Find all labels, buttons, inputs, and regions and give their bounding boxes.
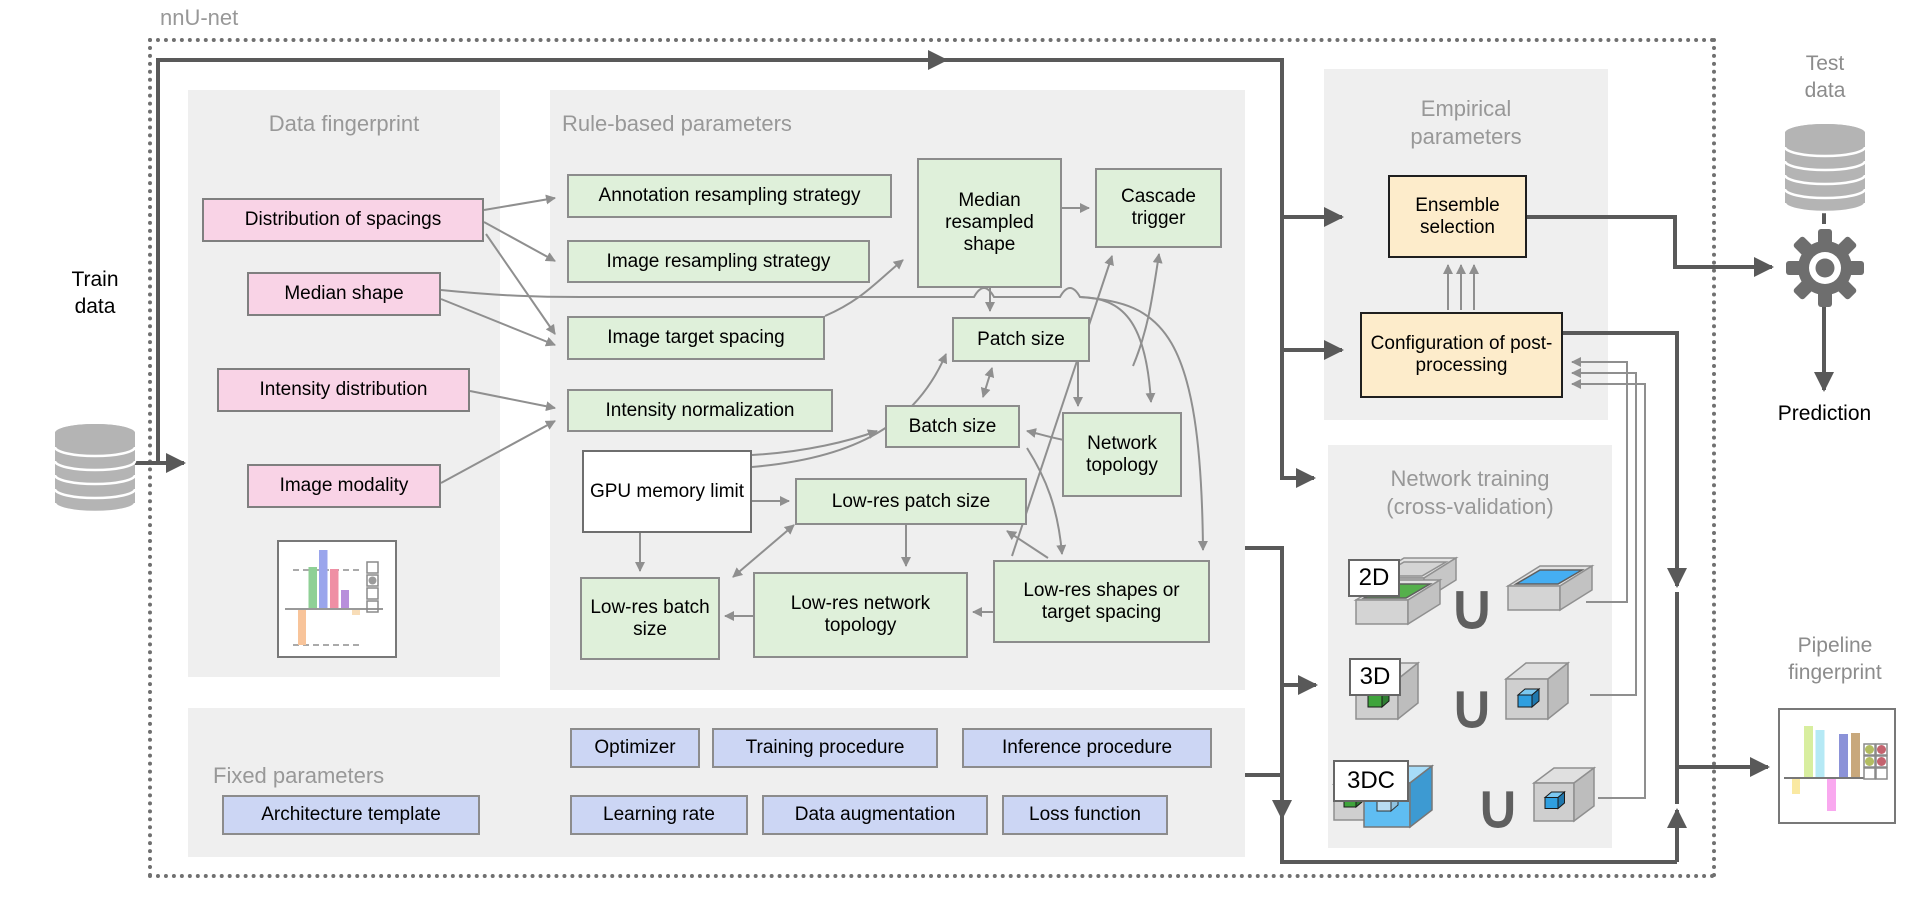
box-patch-size: Patch size	[952, 317, 1090, 362]
box-optimizer: Optimizer	[570, 728, 700, 768]
box-intensity-distribution: Intensity distribution	[217, 368, 470, 412]
box-intensity-normalization: Intensity normalization	[567, 389, 833, 432]
prediction-label: Prediction	[1777, 402, 1872, 425]
pipeline-fingerprint-chart-bars	[1784, 726, 1888, 811]
box-batch-size: Batch size	[885, 405, 1020, 448]
union-icon: ∪	[1449, 573, 1494, 640]
box-distribution-of-spacings: Distribution of spacings	[202, 198, 484, 242]
box-configuration-of-post-processing: Configuration of post-processing	[1360, 312, 1563, 398]
gear-icon	[1786, 229, 1864, 307]
row-label-2d: 2D	[1348, 559, 1400, 597]
pipeline-fingerprint-chart	[1778, 708, 1896, 824]
box-image-modality: Image modality	[247, 464, 441, 508]
box-median-resampled-shape: Median resampled shape	[917, 158, 1062, 288]
data-fingerprint-chart-bars	[285, 550, 383, 646]
box-low-res-patch-size: Low-res patch size	[795, 478, 1027, 525]
box-cascade-trigger: Cascade trigger	[1095, 168, 1222, 248]
box-low-res-shapes-or-target-spacing: Low-res shapes or target spacing	[993, 560, 1210, 643]
network-training-title: Network training (cross-validation)	[1338, 465, 1602, 520]
box-data-augmentation: Data augmentation	[762, 795, 988, 835]
box-image-target-spacing: Image target spacing	[567, 316, 825, 360]
box-architecture-template: Architecture template	[222, 795, 480, 835]
nnunet-label: nnU-net	[160, 5, 239, 30]
box-training-procedure: Training procedure	[712, 728, 938, 768]
box-low-res-batch-size: Low-res batch size	[580, 577, 720, 660]
train-data-database-icon	[53, 424, 137, 514]
box-network-topology: Network topology	[1062, 412, 1182, 497]
data-fingerprint-chart	[277, 540, 397, 658]
pipeline-fingerprint-label: Pipeline fingerprint	[1788, 634, 1882, 685]
box-loss-function: Loss function	[1002, 795, 1168, 835]
union-icon: ∪	[1476, 773, 1520, 840]
empirical-parameters-title: Empirical parameters	[1410, 96, 1522, 149]
box-ensemble-selection: Ensemble selection	[1388, 175, 1527, 258]
box-gpu-memory-limit: GPU memory limit	[582, 450, 752, 533]
union-icon: ∪	[1450, 673, 1494, 740]
test-data-database-icon	[1783, 124, 1867, 214]
box-learning-rate: Learning rate	[570, 795, 748, 835]
box-median-shape: Median shape	[247, 272, 441, 316]
row-label-3dc: 3DC	[1333, 760, 1409, 802]
train-data-label: Train data	[71, 268, 119, 319]
fixed-parameters-title: Fixed parameters	[213, 763, 385, 788]
row-label-3d: 3D	[1349, 658, 1401, 696]
network-training-title-line1: Network training	[1390, 466, 1550, 491]
box-low-res-network-topology: Low-res network topology	[753, 572, 968, 658]
box-annotation-resampling-strategy: Annotation resampling strategy	[567, 174, 892, 218]
network-training-title-line2: (cross-validation)	[1386, 493, 1554, 519]
test-data-label: Test data	[1804, 52, 1846, 103]
box-inference-procedure: Inference procedure	[962, 728, 1212, 768]
box-image-resampling-strategy: Image resampling strategy	[567, 240, 870, 283]
